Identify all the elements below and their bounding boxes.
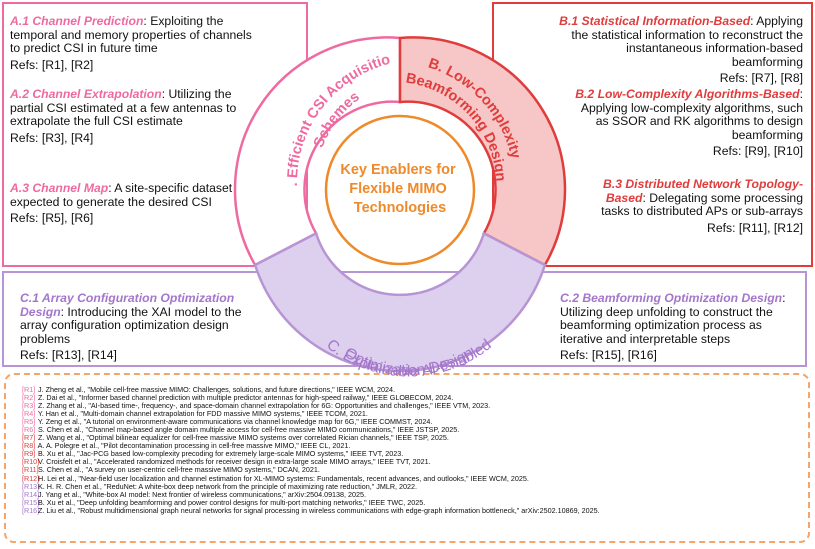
item-a3: A.3 Channel Map: A site-specific dataset… [10,181,250,226]
reference-tag: [R5] [22,417,36,427]
item-a1: A.1 Channel Prediction: Exploiting the t… [10,14,258,72]
reference-item: [R12] H. Lei et al., "Near-field user lo… [22,473,600,483]
reference-item: [R2] Z. Dai et al., "Informer based chan… [22,393,600,403]
item-a2: A.2 Channel Extrapolation: Utilizing the… [10,87,250,145]
reference-item: [R4] Y. Han et al., "Multi-domain channe… [22,410,600,418]
item-b3-title: B.3 Distributed Network Topology-Based [603,177,803,205]
item-c2-text: : Utilizing deep unfolding to construct … [560,291,786,346]
item-a1-text: : Exploiting the temporal and memory pro… [10,14,252,56]
reference-text: S. Chen et al., "A survey on user-centri… [36,465,320,475]
reference-text: Z. Liu et al., "Robust multidimensional … [36,505,600,515]
item-c2-title: C.2 Beamforming Optimization Design [560,291,783,305]
reference-item: [R15] B. Xu et al., "Deep unfolding beam… [22,497,600,507]
item-c1-refs: Refs: [R13], [R14] [20,348,117,363]
segment-b [398,36,567,267]
center-circle [324,114,476,266]
reference-item: [R10] V. Croisfelt et al., "Accelerated … [22,458,600,466]
reference-item: [R8] A. A. Polegre et al., "Pilot decont… [22,442,600,450]
reference-item: [R16] Z. Liu et al., "Robust multidimens… [22,505,600,515]
item-a3-text: : A site-specific dataset expected to ge… [10,181,233,209]
reference-item: [R7] Z. Wang et al., "Optimal bilinear e… [22,434,600,442]
reference-tag: [R3] [22,401,36,411]
reference-tag: [R6] [22,425,36,435]
reference-tag: [R13] [22,481,40,491]
item-a3-title: A.3 Channel Map [10,181,109,195]
reference-text: B. Xu et al., "Jac-PCG based low-complex… [36,449,404,459]
reference-item: [R1] J. Zheng et al., "Mobile cell-free … [22,385,600,394]
item-a2-refs: Refs: [R3], [R4] [10,130,94,145]
reference-item: [R3] Z. Zhang et al., "AI-based time-, f… [22,402,600,410]
reference-tag: [R10] [22,457,40,467]
item-c2: C.2 Beamforming Optimization Design: Uti… [560,291,805,363]
reference-text: Z. Zhang et al., "AI-based time-, freque… [36,401,491,411]
reference-tag: [R8] [22,441,36,451]
reference-text: A. A. Polegre et al., "Pilot decontamina… [36,441,351,451]
reference-text: H. Lei et al., "Near-field user localiza… [36,473,529,483]
center-title-line3: Technologies [354,200,446,216]
item-b2-text: : Applying low-complexity algorithms, su… [580,87,803,142]
item-c1-title: C.1 Array Configuration Optimization Des… [20,291,235,319]
item-b1-text: : Applying the statistical information t… [571,14,803,69]
reference-item: [R11] S. Chen et al., "A survey on user-… [22,466,600,474]
item-b1-title: B.1 Statistical Information-Based [559,14,751,28]
reference-tag: [R14] [22,489,40,499]
item-b3: B.3 Distributed Network Topology-Based: … [590,177,803,235]
reference-tag: [R7] [22,433,36,443]
reference-tag: [R15] [22,497,40,507]
reference-text: K. H. R. Chen et al., "ReduNet: A white-… [36,481,418,491]
reference-text: J. Yang et al., "White-box AI model: Nex… [36,489,367,499]
item-b3-text: : Delegating some processing tasks to di… [601,190,803,219]
reference-tag: [R4] [22,409,36,419]
item-b3-refs: Refs: [R11], [R12] [707,220,803,235]
item-a1-title: A.1 Channel Prediction [10,14,144,28]
reference-tag: [R12] [22,473,40,483]
item-c2-refs: Refs: [R15], [R16] [560,348,657,363]
reference-text: V. Croisfelt et al., "Accelerated random… [36,457,431,467]
item-c1-text: : Introducing the XAI model to the array… [20,304,242,346]
item-b2-title: B.2 Low-Complexity Algorithms-Based [575,87,800,101]
reference-item: [R5] Y. Zeng et al., "A tutorial on envi… [22,418,600,426]
reference-tag: [R16] [22,505,40,515]
item-b2-refs: Refs: [R9], [R10] [712,144,803,159]
reference-item: [R14] J. Yang et al., "White-box AI mode… [22,489,600,499]
item-c1: C.1 Array Configuration Optimization Des… [20,291,265,363]
item-b2: B.2 Low-Complexity Algorithms-Based: App… [575,87,803,159]
reference-text: Z. Wang et al., "Optimal bilinear equali… [36,433,449,443]
segment-a [233,36,402,267]
reference-text: B. Xu et al., "Deep unfolding beamformin… [36,497,426,507]
item-b1: B.1 Statistical Information-Based: Apply… [555,14,803,86]
reference-item: [R9] B. Xu et al., "Jac-PCG based low-co… [22,450,600,458]
reference-item: [R6] S. Chen et al., "Channel map-based … [22,426,600,434]
svg-text:Key Enablers for Flexible: Key Enablers for Flexible MIMO Technolog… [340,162,459,216]
reference-text: Y. Han et al., "Multi-domain channel ext… [36,409,368,419]
reference-tag: [R11] [22,465,39,475]
reference-text: Y. Zeng et al., "A tutorial on environme… [36,417,433,427]
reference-tag: [R2] [22,393,36,403]
center-title-line2: Flexible MIMO [349,181,447,197]
center-title-line1: Key Enablers for [340,162,456,178]
reference-text: J. Zheng et al., "Mobile cell-free massi… [36,385,396,394]
reference-list: [R1] J. Zheng et al., "Mobile cell-free … [22,385,600,515]
item-a1-refs: Refs: [R1], [R2] [10,57,94,72]
reference-text: Z. Dai et al., "Informer based channel p… [36,393,454,403]
item-b1-refs: Refs: [R7], [R8] [719,71,803,86]
item-a3-refs: Refs: [R5], [R6] [10,211,94,226]
reference-tag: [R9] [22,449,36,459]
reference-item: [R13] K. H. R. Chen et al., "ReduNet: A … [22,481,600,491]
item-a2-title: A.2 Channel Extrapolation [10,87,162,101]
segment-c [253,231,547,373]
reference-text: S. Chen et al., "Channel map-based angle… [36,425,460,435]
references-box [4,373,810,543]
reference-tag: [R1] [22,385,36,394]
item-a2-text: : Utilizing the partial CSI estimated at… [10,87,237,129]
